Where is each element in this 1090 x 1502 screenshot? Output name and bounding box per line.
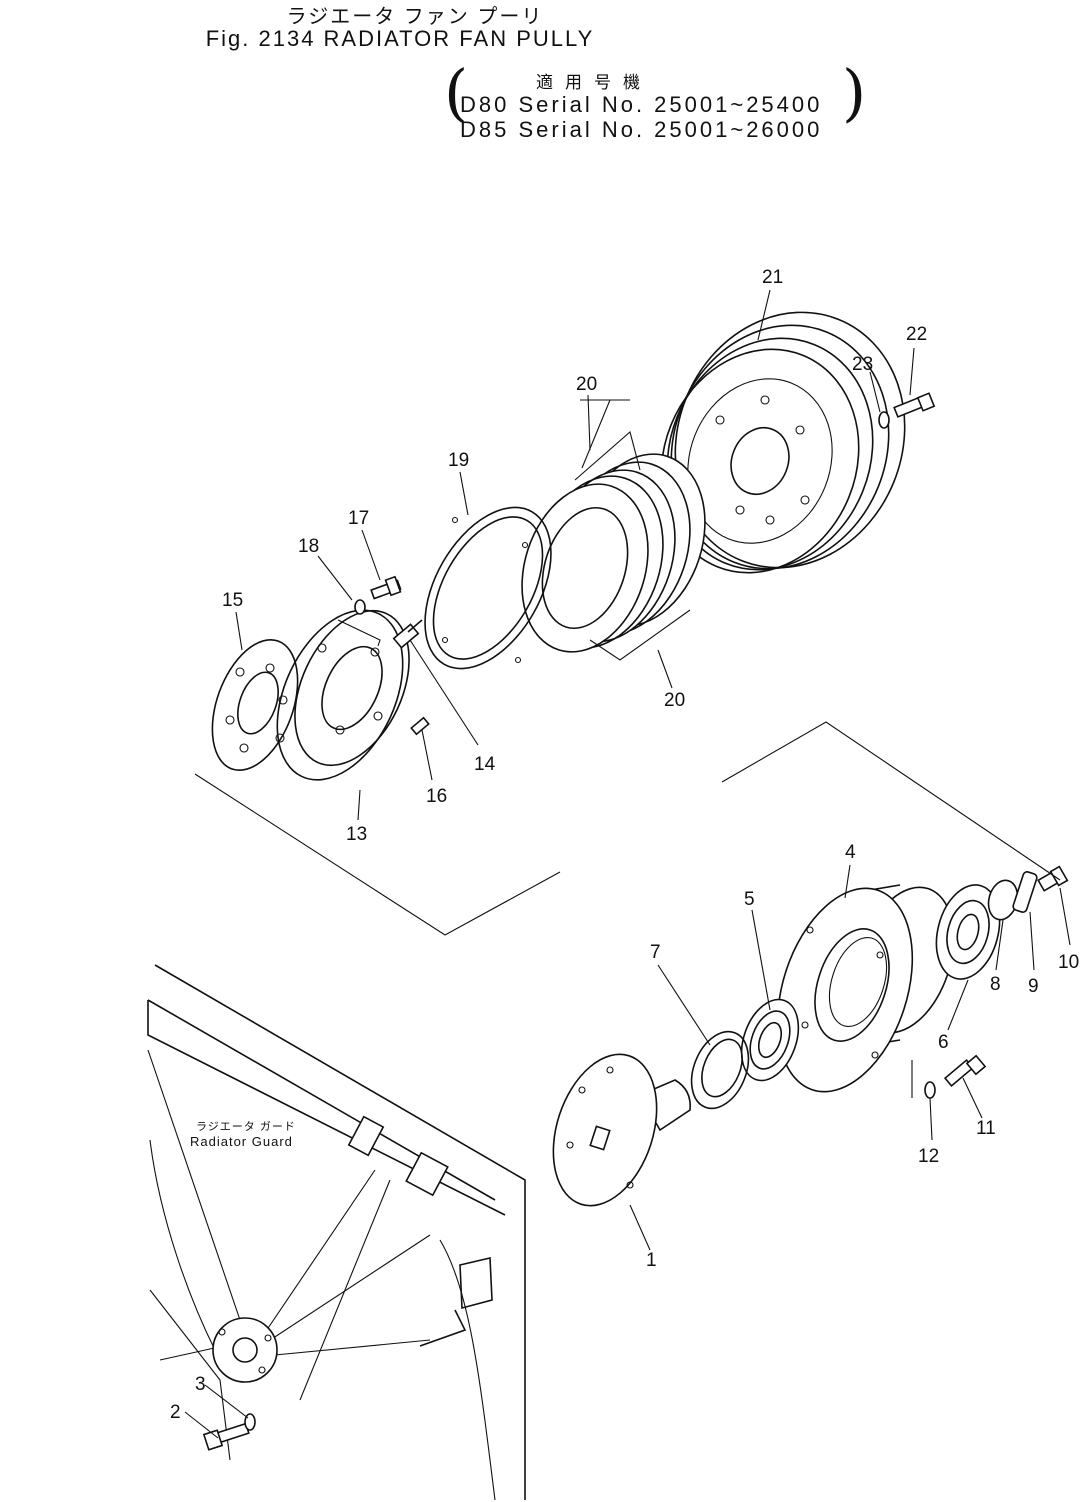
callout-7: 7 (650, 942, 661, 963)
serial-range-d85: D85 Serial No. 25001~26000 (460, 117, 823, 142)
callout-5: 5 (744, 889, 755, 910)
callout-21: 21 (762, 267, 783, 288)
housing-4 (776, 884, 955, 1098)
callout-2: 2 (170, 1402, 181, 1423)
callout-18: 18 (298, 536, 319, 557)
bracket-right: ) (842, 56, 867, 129)
callout-23: 23 (852, 354, 873, 375)
callout-16: 16 (426, 786, 447, 807)
callout-4: 4 (845, 842, 856, 863)
callout-9: 9 (1028, 976, 1039, 997)
guard-label-jp: ラジエータ ガード (196, 1120, 296, 1133)
callout-12: 12 (918, 1146, 939, 1167)
callout-19: 19 (448, 450, 469, 471)
applicability-label: 適用号機 (536, 73, 652, 93)
callout-14: 14 (474, 754, 496, 775)
fasteners-upper (337, 575, 430, 736)
bracket-left: ( (444, 56, 469, 129)
callout-1: 1 (646, 1250, 657, 1271)
callout-20-top: 20 (576, 374, 597, 395)
bearing-5 (740, 998, 800, 1082)
callout-6: 6 (938, 1032, 949, 1053)
flange-13 (276, 609, 410, 781)
bolt-2-washer-3 (202, 1413, 256, 1451)
callout-3: 3 (195, 1374, 206, 1395)
pulley-21 (660, 311, 906, 574)
bolt-11-washer-12 (924, 1054, 987, 1099)
callout-22: 22 (906, 324, 927, 345)
callout-8: 8 (990, 974, 1001, 995)
shaft-1 (552, 1053, 692, 1207)
leader-lines (184, 289, 1071, 1439)
retainer-parts (987, 865, 1069, 921)
bearing-6 (935, 884, 1001, 980)
callout-13: 13 (346, 824, 367, 845)
figure-title: Fig. 2134 RADIATOR FAN PULLY (205, 26, 595, 51)
serial-range-d80: D80 Serial No. 25001~25400 (460, 92, 823, 117)
callout-17: 17 (348, 508, 369, 529)
plate-15 (211, 638, 299, 772)
seal-7 (690, 1030, 750, 1110)
title-japanese: ラジエータ ファン プーリ (286, 6, 544, 28)
callout-15: 15 (222, 590, 243, 611)
callout-10: 10 (1058, 952, 1079, 973)
bolt-22-washer-23 (878, 392, 936, 429)
radiator-guard (147, 964, 526, 1501)
callout-11: 11 (976, 1118, 996, 1139)
callout-labels: 21 22 23 20 20 19 17 18 15 14 16 13 4 5 … (170, 267, 1079, 1423)
callout-20-bottom: 20 (664, 690, 685, 711)
ring-assembly-20 (521, 399, 706, 661)
guard-label-en: Radiator Guard (190, 1134, 293, 1149)
gasket-19 (424, 506, 552, 670)
